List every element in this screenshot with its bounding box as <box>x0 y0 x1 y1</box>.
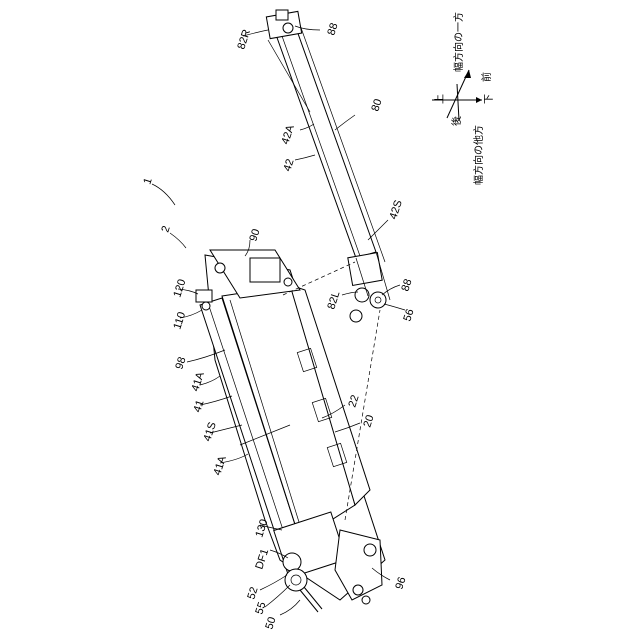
label-41A-top: 41A <box>189 370 207 393</box>
label-42S: 42S <box>387 199 404 221</box>
dir-front: 前 <box>480 72 493 82</box>
label-82R: 82R <box>235 28 253 51</box>
dir-width-other: 幅方向の他方 <box>472 125 485 185</box>
label-2: 2 <box>159 224 172 234</box>
dir-width-one: 幅方向の一方 <box>452 12 465 72</box>
label-120: 120 <box>171 278 188 299</box>
label-110: 110 <box>171 311 188 331</box>
label-1: 1 <box>141 176 154 186</box>
label-42: 42 <box>281 158 296 173</box>
label-130: 130 <box>253 518 270 539</box>
label-50: 50 <box>263 616 278 631</box>
label-42A: 42A <box>279 123 297 146</box>
label-20: 20 <box>361 414 376 429</box>
orientation-compass: 幅方向の一方 前 上 下 後 幅方向の他方 <box>432 12 495 185</box>
label-80: 80 <box>369 98 384 113</box>
main-unit-20 <box>196 250 385 612</box>
label-82L: 82L <box>325 290 342 311</box>
label-DF1: DF1 <box>253 547 271 570</box>
dir-rear: 後 <box>450 116 463 126</box>
label-41: 41 <box>191 399 206 414</box>
label-90: 90 <box>247 228 262 243</box>
label-41A-bottom: 41A <box>211 454 229 477</box>
label-56: 56 <box>401 308 416 323</box>
label-41S: 41S <box>201 421 218 443</box>
label-96: 96 <box>393 576 408 591</box>
dir-down: 下 <box>484 94 495 104</box>
label-88-bottom: 88 <box>399 278 414 293</box>
dir-up: 上 <box>434 94 446 104</box>
label-88-top: 88 <box>325 22 340 37</box>
label-22: 22 <box>346 394 361 409</box>
label-52: 52 <box>245 586 260 601</box>
label-98: 98 <box>173 356 188 371</box>
label-55: 55 <box>253 601 268 616</box>
